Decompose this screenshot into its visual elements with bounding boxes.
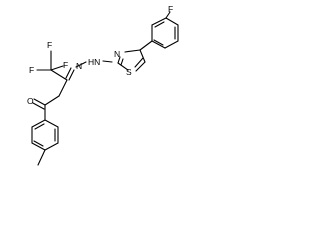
atom-label-f-cf3-left: F — [29, 65, 34, 75]
atom-label-f-cf3-top: F — [47, 40, 52, 50]
biaryl-bond — [139, 40, 153, 51]
atom-label-s-thiazole: S — [126, 67, 132, 77]
atom-label-o-ketone: O — [27, 96, 34, 106]
atom-label-f-cf3-right: F — [63, 60, 68, 70]
atom-label-f-para: F — [168, 4, 173, 14]
fluorophenyl-ring — [151, 11, 179, 49]
atom-label-n-thiazole: N — [114, 49, 120, 59]
hydrazone-linkage — [65, 60, 113, 81]
chemical-structure: F F F F HN N N S O — [27, 4, 179, 166]
keto-chain — [32, 79, 68, 121]
methyl-bond — [37, 149, 46, 166]
atom-label-hn: HN — [88, 57, 100, 67]
atom-label-n-hydrazone: N — [76, 61, 82, 71]
tolyl-ring — [31, 119, 59, 166]
trifluoromethyl-group — [36, 50, 68, 81]
thiazole-ring — [117, 49, 146, 72]
